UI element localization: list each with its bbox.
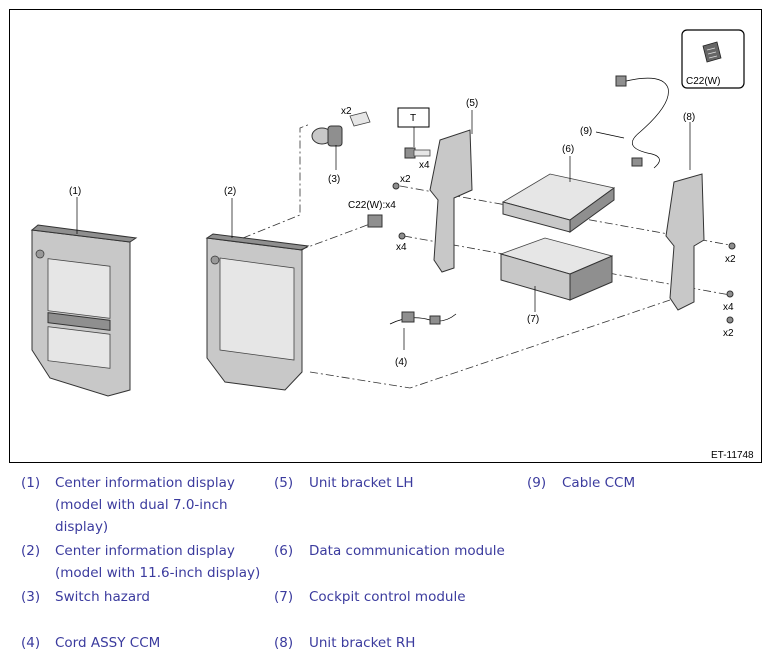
switch-hazard xyxy=(311,111,371,170)
legend-text: Unit bracket RH xyxy=(309,635,416,651)
legend-number: (6) xyxy=(274,543,294,559)
legend-number: (2) xyxy=(21,543,41,559)
callout-4: (4) xyxy=(395,357,407,368)
callout-9: (9) xyxy=(580,126,592,137)
callout-5: (5) xyxy=(466,98,478,109)
parts-legend: (1) Center information display (model wi… xyxy=(0,463,773,659)
connector-c22-icon xyxy=(367,214,383,228)
torque-bolt xyxy=(397,107,431,159)
torque-qty: x4 xyxy=(419,160,430,171)
exploded-view-figure: (1) (2) x2 (3) xyxy=(9,9,762,463)
unit-bracket-lh xyxy=(429,110,473,273)
callout-6: (6) xyxy=(562,144,574,155)
figure-code: ET-11748 xyxy=(711,450,754,461)
connector-inset-label: C22(W) xyxy=(686,76,720,87)
bracket-lh-qty-bottom: x4 xyxy=(396,242,407,253)
legend-number: (8) xyxy=(274,635,294,651)
center-display-dual-7inch xyxy=(30,197,138,397)
legend-text: Center information display (model with d… xyxy=(55,475,235,535)
torque-mark: T xyxy=(410,113,416,124)
unit-bracket-rh xyxy=(665,122,705,311)
callout-1: (1) xyxy=(69,186,81,197)
legend-number: (1) xyxy=(21,475,41,491)
callout-2: (2) xyxy=(224,186,236,197)
switch-qty: x2 xyxy=(341,106,352,117)
connector-inline: C22(W):x4 xyxy=(348,200,396,211)
legend-number: (3) xyxy=(21,589,41,605)
cable-ccm xyxy=(595,75,669,169)
cockpit-control-module xyxy=(499,237,614,312)
callout-8: (8) xyxy=(683,112,695,123)
center-display-11inch xyxy=(205,198,310,391)
data-communication-module xyxy=(501,156,615,233)
legend-number: (4) xyxy=(21,635,41,651)
legend-text: Cockpit control module xyxy=(309,589,466,605)
legend-text: Cable CCM xyxy=(562,475,636,491)
legend-text: Cord ASSY CCM xyxy=(55,635,161,651)
legend-number: (7) xyxy=(274,589,294,605)
legend-text: Center information display (model with 1… xyxy=(55,543,261,581)
bracket-lh-qty-top: x2 xyxy=(400,174,411,185)
legend-number: (9) xyxy=(527,475,547,491)
right-fastener-qty-bottom: x2 xyxy=(723,328,734,339)
callout-7: (7) xyxy=(527,314,539,325)
legend-number: (5) xyxy=(274,475,294,491)
connector-inset xyxy=(681,29,745,89)
right-fastener-qty-top: x2 xyxy=(725,254,736,265)
callout-3: (3) xyxy=(328,174,340,185)
legend-text: Data communication module xyxy=(309,543,505,559)
right-fastener-qty-mid: x4 xyxy=(723,302,734,313)
exploded-view-drawing: (1) (2) x2 (3) xyxy=(30,29,754,461)
legend-text: Switch hazard xyxy=(55,589,150,605)
legend-text: Unit bracket LH xyxy=(309,475,414,491)
cord-assy-ccm xyxy=(389,311,457,350)
